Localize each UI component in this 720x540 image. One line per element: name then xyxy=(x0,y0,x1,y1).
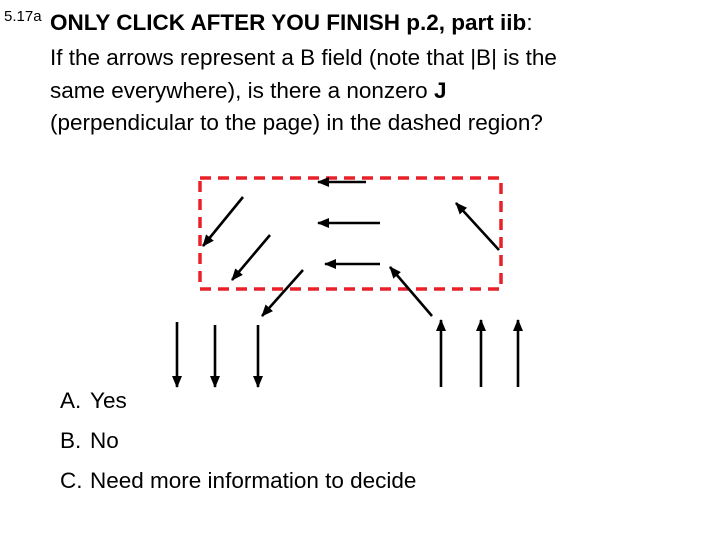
dashed-region xyxy=(198,176,503,291)
choice-letter: A. xyxy=(60,388,82,413)
current-density-symbol: J xyxy=(433,77,447,103)
question-line-2: same everywhere), is there a nonzero J xyxy=(50,75,710,108)
top-left-diagonal-arrow xyxy=(201,196,245,247)
arrows-group xyxy=(172,177,523,388)
lower-left-diagonal-arrow xyxy=(261,269,304,317)
mid-left-diagonal-arrow xyxy=(231,234,271,281)
choice-c[interactable]: C. Need more information to decide xyxy=(60,461,416,501)
choice-letter: C. xyxy=(60,468,83,493)
question-body: If the arrows represent a B field (note … xyxy=(50,42,710,140)
question-line-3: (perpendicular to the page) in the dashe… xyxy=(50,110,543,135)
question-title: ONLY CLICK AFTER YOU FINISH p.2, part ii… xyxy=(50,10,533,36)
question-title-text: ONLY CLICK AFTER YOU FINISH p.2, part ii… xyxy=(50,10,527,35)
right-diagonal-arrow xyxy=(455,202,500,251)
choice-a[interactable]: A. Yes xyxy=(60,381,416,421)
slide-number: 5.17a xyxy=(4,8,42,25)
question-line-1: If the arrows represent a B field (note … xyxy=(50,45,557,70)
lower-right-diagonal-arrow xyxy=(389,266,433,317)
choice-letter: B. xyxy=(60,428,82,453)
choice-b[interactable]: B. No xyxy=(60,421,416,461)
choice-text: No xyxy=(90,428,119,453)
choice-text: Need more information to decide xyxy=(90,468,417,493)
question-line-2-text: same everywhere), is there a nonzero xyxy=(50,77,434,103)
answer-choices: A. Yes B. No C. Need more information to… xyxy=(60,381,416,501)
question-title-colon: : xyxy=(526,10,533,35)
choice-text: Yes xyxy=(90,388,127,413)
